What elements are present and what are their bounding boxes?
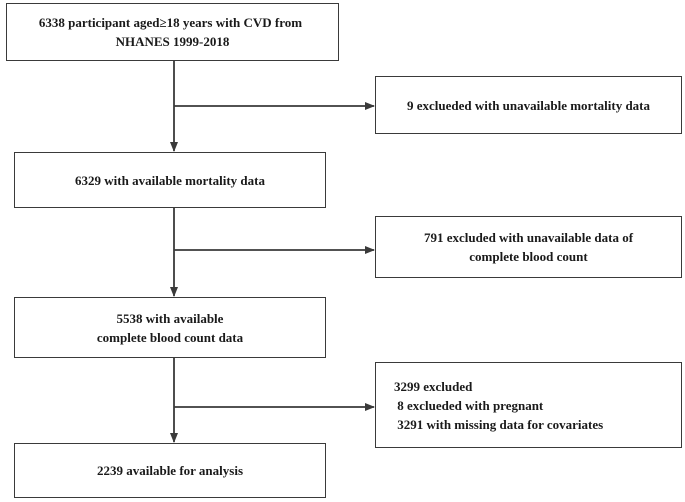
start-line-2: NHANES 1999-2018 [115,34,230,49]
exclusion2-line-1: 791 excluded with unavailable data of [423,230,634,245]
cbc-line-1: 5538 with available [116,310,224,326]
exclusion2-line-2: complete blood count [469,249,588,264]
cbc-line-2: complete blood count data [96,329,244,345]
exclusion-blood-count-box: 791 excluded with unavailable data of co… [375,216,682,278]
exclusion-mortality-box: 9 exclueded with unavailable mortality d… [375,76,682,134]
final-analysis-box: 2239 available for analysis [14,443,326,498]
mortality-available-box: 6329 with available mortality data [14,152,326,208]
exclusion3-line-1: 3299 excluded [394,378,473,394]
final-text: 2239 available for analysis [96,463,244,478]
exclusion-covariates-box: 3299 excluded 8 exclueded with pregnant … [375,362,682,448]
blood-count-available-box: 5538 with available complete blood count… [14,297,326,358]
start-line-1: 6338 participant aged≥18 years with CVD … [38,15,303,30]
start-population-box: 6338 participant aged≥18 years with CVD … [6,3,339,61]
exclusion1-text: 9 exclueded with unavailable mortality d… [406,97,651,113]
exclusion3-line-2: 8 exclueded with pregnant [394,397,544,413]
exclusion3-line-3: 3291 with missing data for covariates [394,416,604,432]
mortality-text: 6329 with available mortality data [75,172,265,188]
